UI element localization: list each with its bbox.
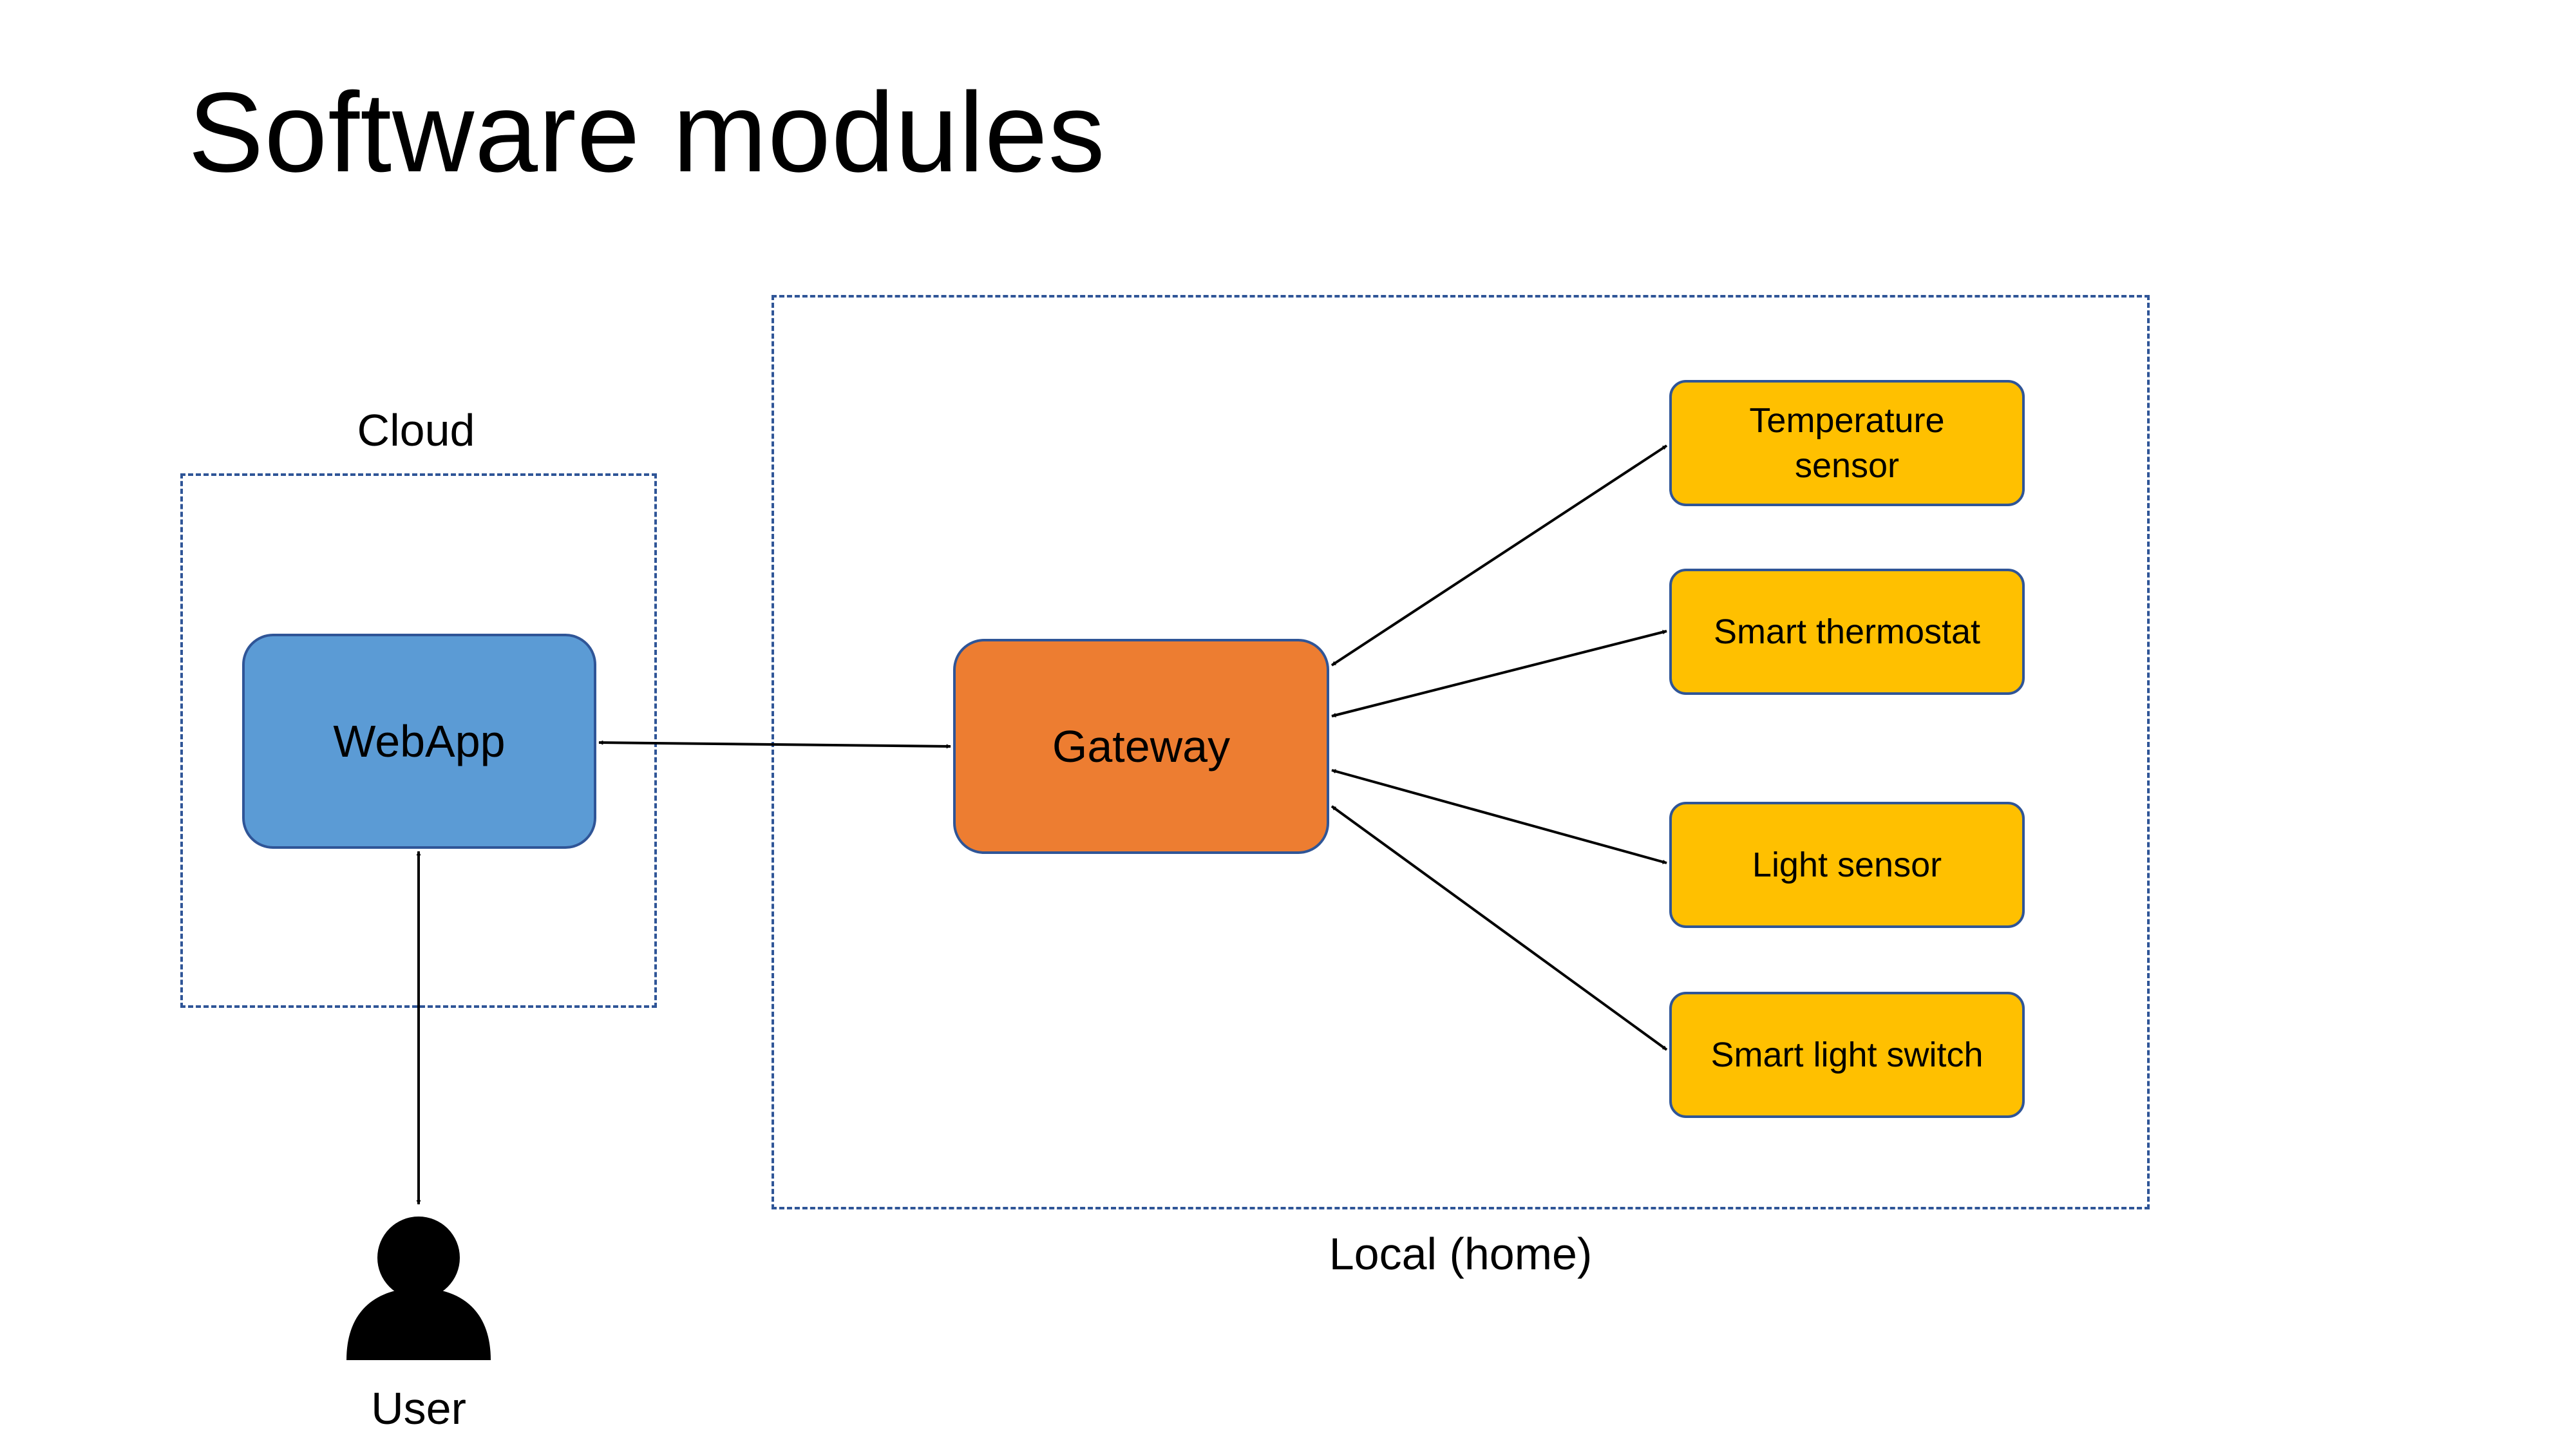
- smart-light-switch-box[interactable]: Smart light switch: [1669, 992, 2025, 1118]
- gateway-light-switch-arrow: [1331, 805, 1668, 1051]
- light-sensor-box[interactable]: Light sensor: [1669, 802, 2025, 928]
- webapp-box[interactable]: WebApp: [242, 634, 596, 849]
- cloud-label: Cloud: [357, 405, 475, 455]
- page-title: Software modules: [188, 70, 1106, 196]
- temperature-sensor-box[interactable]: Temperature sensor: [1669, 380, 2025, 506]
- person-icon: [346, 1211, 491, 1360]
- webapp-gateway-arrow: [598, 740, 951, 749]
- local-region: [772, 295, 2150, 1209]
- gateway-box[interactable]: Gateway: [953, 639, 1329, 854]
- user-label: User: [371, 1383, 466, 1434]
- gateway-light-sensor-arrow: [1331, 769, 1667, 864]
- gateway-temperature-arrow: [1331, 444, 1668, 667]
- local-label: Local (home): [1329, 1229, 1593, 1279]
- smart-thermostat-box[interactable]: Smart thermostat: [1669, 569, 2025, 695]
- gateway-thermostat-arrow: [1331, 630, 1667, 717]
